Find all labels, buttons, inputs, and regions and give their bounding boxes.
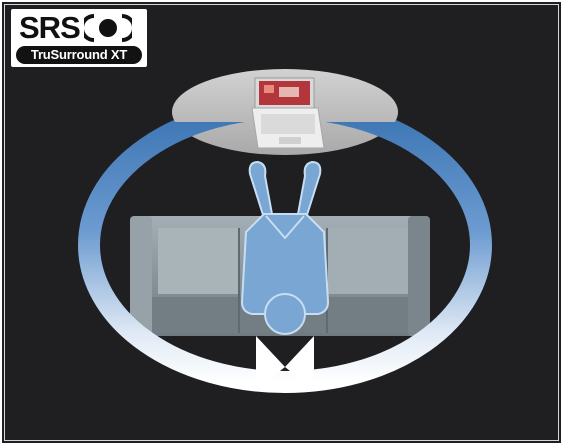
laptop-icon	[252, 78, 324, 148]
listener-icon	[242, 162, 328, 334]
